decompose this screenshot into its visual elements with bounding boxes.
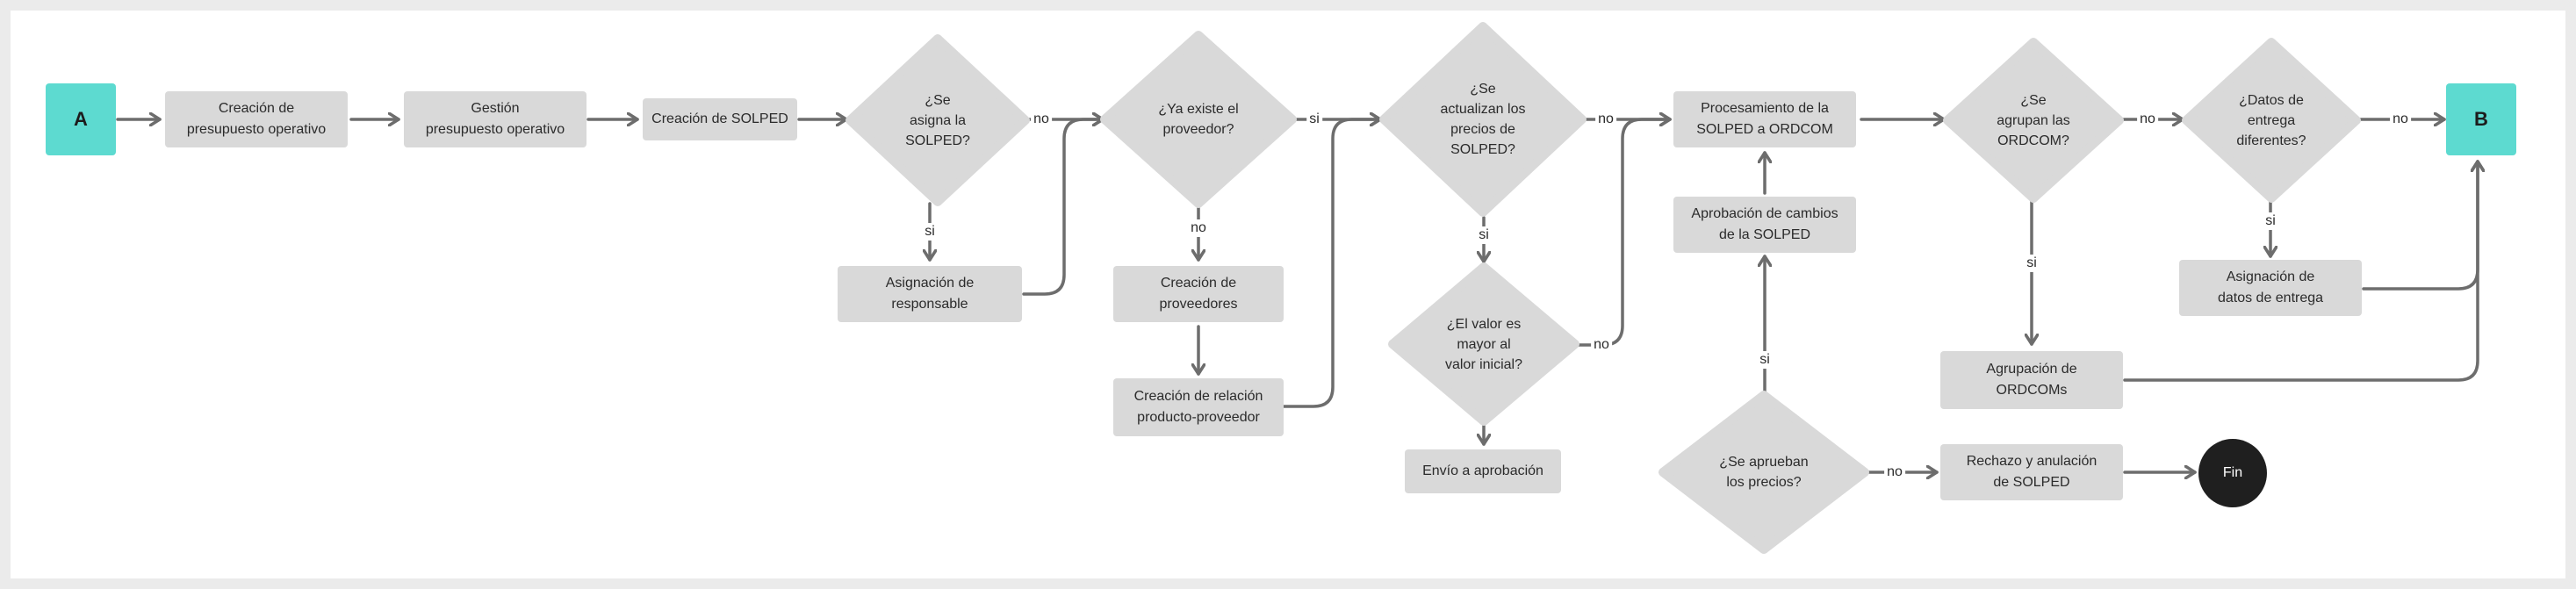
box-asignacion-datos: Asignación de datos de entrega <box>2179 260 2362 316</box>
edge-label-asigna-no: no <box>1031 111 1052 128</box>
edge-label-agrupan-no: no <box>2137 111 2158 128</box>
box-envio-aprobacion: Envío a aprobación <box>1405 449 1561 493</box>
box-rechazo: Rechazo y anulación de SOLPED <box>1940 444 2123 500</box>
edge-label-existe-si: si <box>1306 111 1322 128</box>
edge-relacion-actualizan <box>1282 119 1382 408</box>
edge-label-actualizan-si: si <box>1476 226 1492 244</box>
terminal-a: A <box>46 83 116 155</box>
edge-label-aprueban-si: si <box>1757 351 1773 369</box>
edge-label-datos-no: no <box>2390 111 2411 128</box>
edge-asignacion-datos-b <box>2362 160 2478 291</box>
box-aprobacion-cambios: Aprobación de cambios de la SOLPED <box>1673 197 1856 253</box>
box-creacion-relacion: Creación de relación producto-proveedor <box>1113 378 1284 436</box>
box-creacion-solped: Creación de SOLPED <box>643 98 797 140</box>
edge-label-datos-si: si <box>2263 212 2278 230</box>
edge-label-asigna-si: si <box>922 223 938 241</box>
edge-asignacion-existe <box>1022 119 1105 296</box>
box-creacion-proveedores: Creación de proveedores <box>1113 266 1284 322</box>
decision-existe-proveedor: ¿Ya existe el proveedor? <box>1100 31 1297 208</box>
decision-actualizan-precios: ¿Se actualizan los precios de SOLPED? <box>1379 22 1587 217</box>
terminal-b: B <box>2446 83 2516 155</box>
box-agrupacion-ordcoms: Agrupación de ORDCOMs <box>1940 351 2123 409</box>
box-asignacion-responsable: Asignación de responsable <box>838 266 1022 322</box>
edge-label-agrupan-si: si <box>2024 255 2040 272</box>
decision-se-asigna: ¿Se asigna la SOLPED? <box>845 34 1030 206</box>
decision-valor-mayor: ¿El valor es mayor al valor inicial? <box>1388 262 1579 426</box>
box-procesamiento: Procesamiento de la SOLPED a ORDCOM <box>1673 91 1856 147</box>
edge-label-valor-no: no <box>1591 336 1612 354</box>
box-creacion-presupuesto: Creación de presupuesto operativo <box>165 91 348 147</box>
edge-valor-procesamiento-no <box>1573 119 1672 347</box>
edge-label-actualizan-no: no <box>1595 111 1616 128</box>
end-fin: Fin <box>2198 439 2267 507</box>
edge-label-existe-no: no <box>1188 219 1209 237</box>
box-gestion-presupuesto: Gestión presupuesto operativo <box>404 91 586 147</box>
edge-agrupacion-b <box>2123 160 2478 382</box>
decision-agrupan-ordcom: ¿Se agrupan las ORDCOM? <box>1943 38 2124 203</box>
edge-label-aprueban-no: no <box>1884 463 1905 481</box>
decision-datos-entrega: ¿Datos de entrega diferentes? <box>2182 38 2361 203</box>
decision-aprueban-precios: ¿Se aprueban los precios? <box>1659 391 1869 554</box>
